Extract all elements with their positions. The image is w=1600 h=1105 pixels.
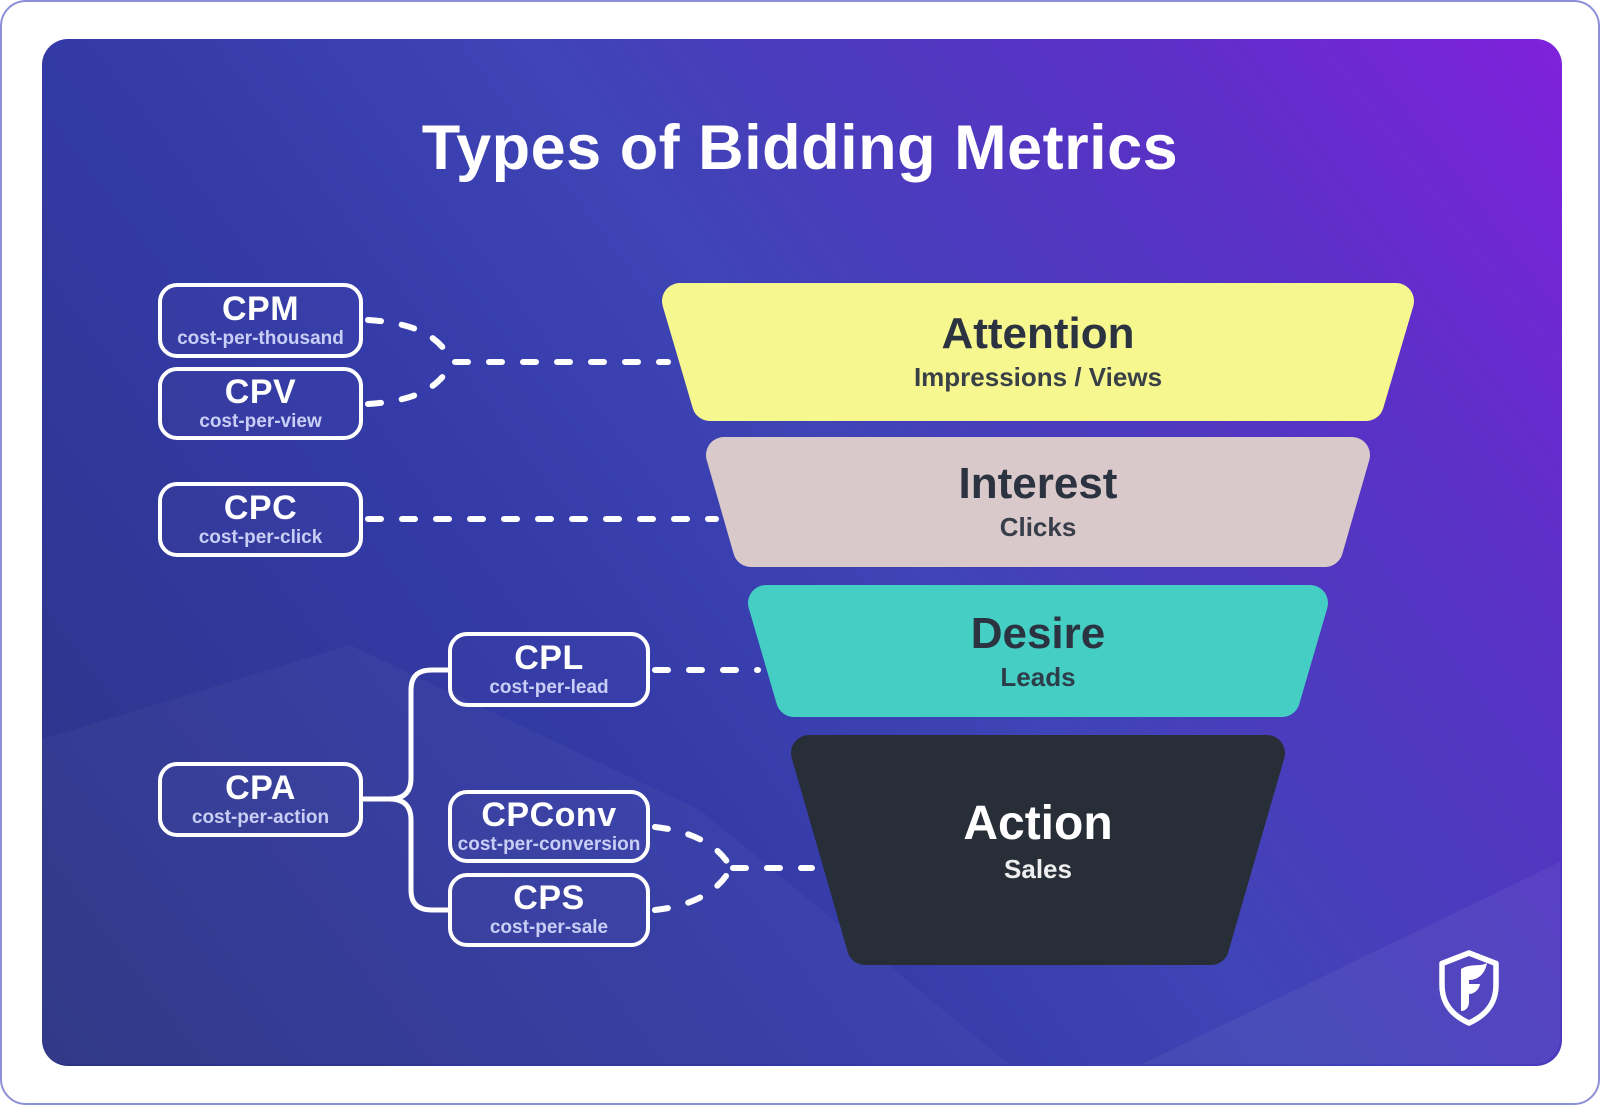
funnel-stage-desire-label: Desire Leads	[738, 604, 1338, 700]
metric-box-cps: CPS cost-per-sale	[448, 873, 650, 947]
funnel-stage-interest-label: Interest Clicks	[738, 455, 1338, 549]
page-title: Types of Bidding Metrics	[421, 113, 1179, 183]
metric-label: CPL	[514, 638, 584, 677]
metric-sublabel: cost-per-conversion	[457, 833, 641, 855]
stage-sublabel: Leads	[1000, 661, 1076, 692]
metric-sublabel: cost-per-lead	[489, 676, 609, 698]
metric-label: CPS	[513, 879, 585, 918]
metric-label: CPV	[224, 372, 297, 411]
stage-sublabel: Impressions / Views	[913, 361, 1163, 392]
stage-sublabel: Clicks	[999, 511, 1077, 542]
metric-box-cpl: CPL cost-per-lead	[448, 632, 650, 707]
metric-sublabel: cost-per-action	[191, 806, 330, 828]
metric-sublabel: cost-per-view	[199, 410, 322, 432]
metric-sublabel: cost-per-thousand	[177, 327, 344, 349]
funnel-stage-action-label: Action Sales	[738, 790, 1338, 894]
metric-box-cpconv: CPConv cost-per-conversion	[448, 790, 650, 863]
funnel-stage-attention-label: Attention Impressions / Views	[738, 302, 1338, 402]
stage-name: Desire	[970, 609, 1106, 659]
stage-name: Attention	[941, 309, 1135, 359]
metric-label: CPConv	[481, 795, 617, 834]
stage-sublabel: Sales	[1004, 853, 1072, 884]
metric-label: CPM	[221, 289, 300, 328]
metric-label: CPA	[225, 768, 296, 807]
metric-label: CPC	[223, 488, 298, 527]
stage-name: Action	[963, 797, 1113, 851]
metric-sublabel: cost-per-click	[198, 526, 323, 548]
metric-box-cpa: CPA cost-per-action	[158, 762, 363, 837]
metric-box-cpc: CPC cost-per-click	[158, 482, 363, 557]
metric-box-cpv: CPV cost-per-view	[158, 367, 363, 440]
metric-box-cpm: CPM cost-per-thousand	[158, 283, 363, 358]
stage-name: Interest	[958, 459, 1118, 509]
metric-sublabel: cost-per-sale	[489, 917, 609, 939]
